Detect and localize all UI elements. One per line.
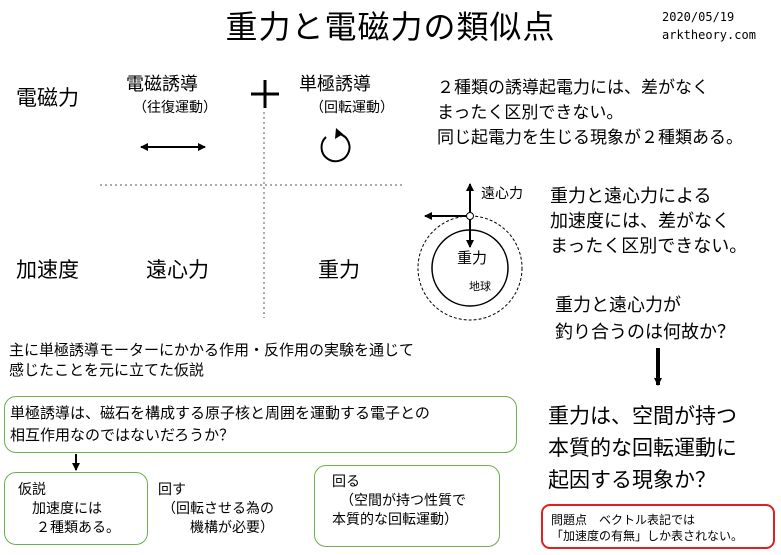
hypothesis-branch-box: [4, 472, 148, 545]
centrifugal-force-label: 遠心力: [146, 258, 209, 282]
row-label-acceleration: 加速度: [16, 258, 79, 282]
conclusion-line: 重力は、空間が持つ: [548, 404, 737, 428]
rotational-motion-label: （回転運動）: [310, 100, 394, 116]
problem-line: 問題点 ベクトル表記では: [551, 513, 696, 527]
conclusion-text: 重力は、空間が持つ 本質的な回転運動に 起因する現象か？: [548, 400, 737, 496]
branch-line: 加速度には: [32, 501, 102, 517]
question-line: 釣り合うのは何故か？: [555, 322, 735, 343]
branch-line: 回す: [158, 482, 186, 498]
question-line: 重力と遠心力が: [555, 295, 681, 316]
branch-line: 回る: [332, 474, 360, 490]
problem-text: 問題点 ベクトル表記では 「加速度の有無」しか表されない。: [551, 512, 743, 544]
hypothesis-intro: 主に単極誘導モーターにかかる作用・反作用の実験を通じて 感じたことを元に立てた仮…: [9, 340, 414, 380]
conclusion-line: 本質的な回転運動に: [548, 436, 737, 460]
row-label-electromagnetic: 電磁力: [16, 86, 79, 110]
note-line: 加速度には、差がなく: [550, 211, 730, 232]
induction-note-line: ２種類の誘導起電力には、差がなく: [437, 78, 709, 98]
branch-mawaru: 回る （空間が持つ性質で 本質的な回転運動）: [332, 473, 466, 530]
site-label: arktheory.com: [662, 28, 756, 42]
rotation-icon: [320, 128, 351, 163]
unipolar-induction-label: 単極誘導: [299, 74, 371, 95]
earth-centrifugal-label: 遠心力: [481, 186, 523, 202]
induction-note-line: 同じ起電力を生じる現象が２種類ある。: [437, 128, 743, 148]
induction-note: ２種類の誘導起電力には、差がなく まったく区別できない。 同じ起電力を生じる現象…: [437, 76, 777, 151]
branch-line: 仮説: [18, 482, 46, 498]
intro-line: 主に単極誘導モーターにかかる作用・反作用の実験を通じて: [9, 341, 415, 359]
branch-line: （回転させる為の: [162, 501, 274, 517]
electromagnetic-induction-label: 電磁誘導: [126, 74, 198, 95]
earth-label: 地球: [469, 280, 491, 293]
branch-kasetsu: 仮説 加速度には ２種類ある。: [18, 481, 120, 538]
branch-mawasu: 回す （回転させる為の 機構が必要）: [158, 481, 274, 538]
page-title: 重力と電磁力の類似点: [225, 8, 556, 46]
intro-line: 感じたことを元に立てた仮説: [9, 361, 205, 379]
branch-line: 本質的な回転運動）: [332, 512, 458, 528]
problem-line: 「加速度の有無」しか表されない。: [551, 529, 744, 543]
reciprocating-motion-label: （往復運動）: [133, 100, 217, 116]
hypothesis-box: [4, 396, 517, 453]
plus-icon: [251, 80, 279, 108]
earth-gravity-label: 重力: [457, 249, 488, 267]
branch-line: 機構が必要）: [190, 520, 274, 536]
conclusion-line: 起因する現象か？: [548, 468, 716, 492]
note-line: 重力と遠心力による: [550, 186, 712, 207]
mawaru-box: [314, 465, 500, 547]
induction-note-line: まったく区別できない。: [437, 103, 624, 123]
problem-box: [541, 504, 775, 549]
balance-question: 重力と遠心力が 釣り合うのは何故か？: [555, 292, 735, 346]
observer-point: [466, 212, 474, 220]
note-line: まったく区別できない。: [550, 236, 748, 257]
orbit-circle: [417, 215, 523, 321]
branch-line: ２種類ある。: [36, 520, 120, 536]
date-label: 2020/05/19: [662, 10, 735, 24]
hypothesis-line: 単極誘導は、磁石を構成する原子核と周囲を運動する電子との: [10, 404, 430, 422]
hypothesis-line: 相互作用なのではないだろうか？: [10, 426, 235, 444]
hypothesis-text: 単極誘導は、磁石を構成する原子核と周囲を運動する電子との 相互作用なのではないだ…: [10, 402, 430, 446]
branch-line: （空間が持つ性質で: [340, 493, 466, 509]
gravity-centrifugal-note: 重力と遠心力による 加速度には、差がなく まったく区別できない。: [550, 184, 747, 259]
gravity-label: 重力: [318, 258, 360, 282]
